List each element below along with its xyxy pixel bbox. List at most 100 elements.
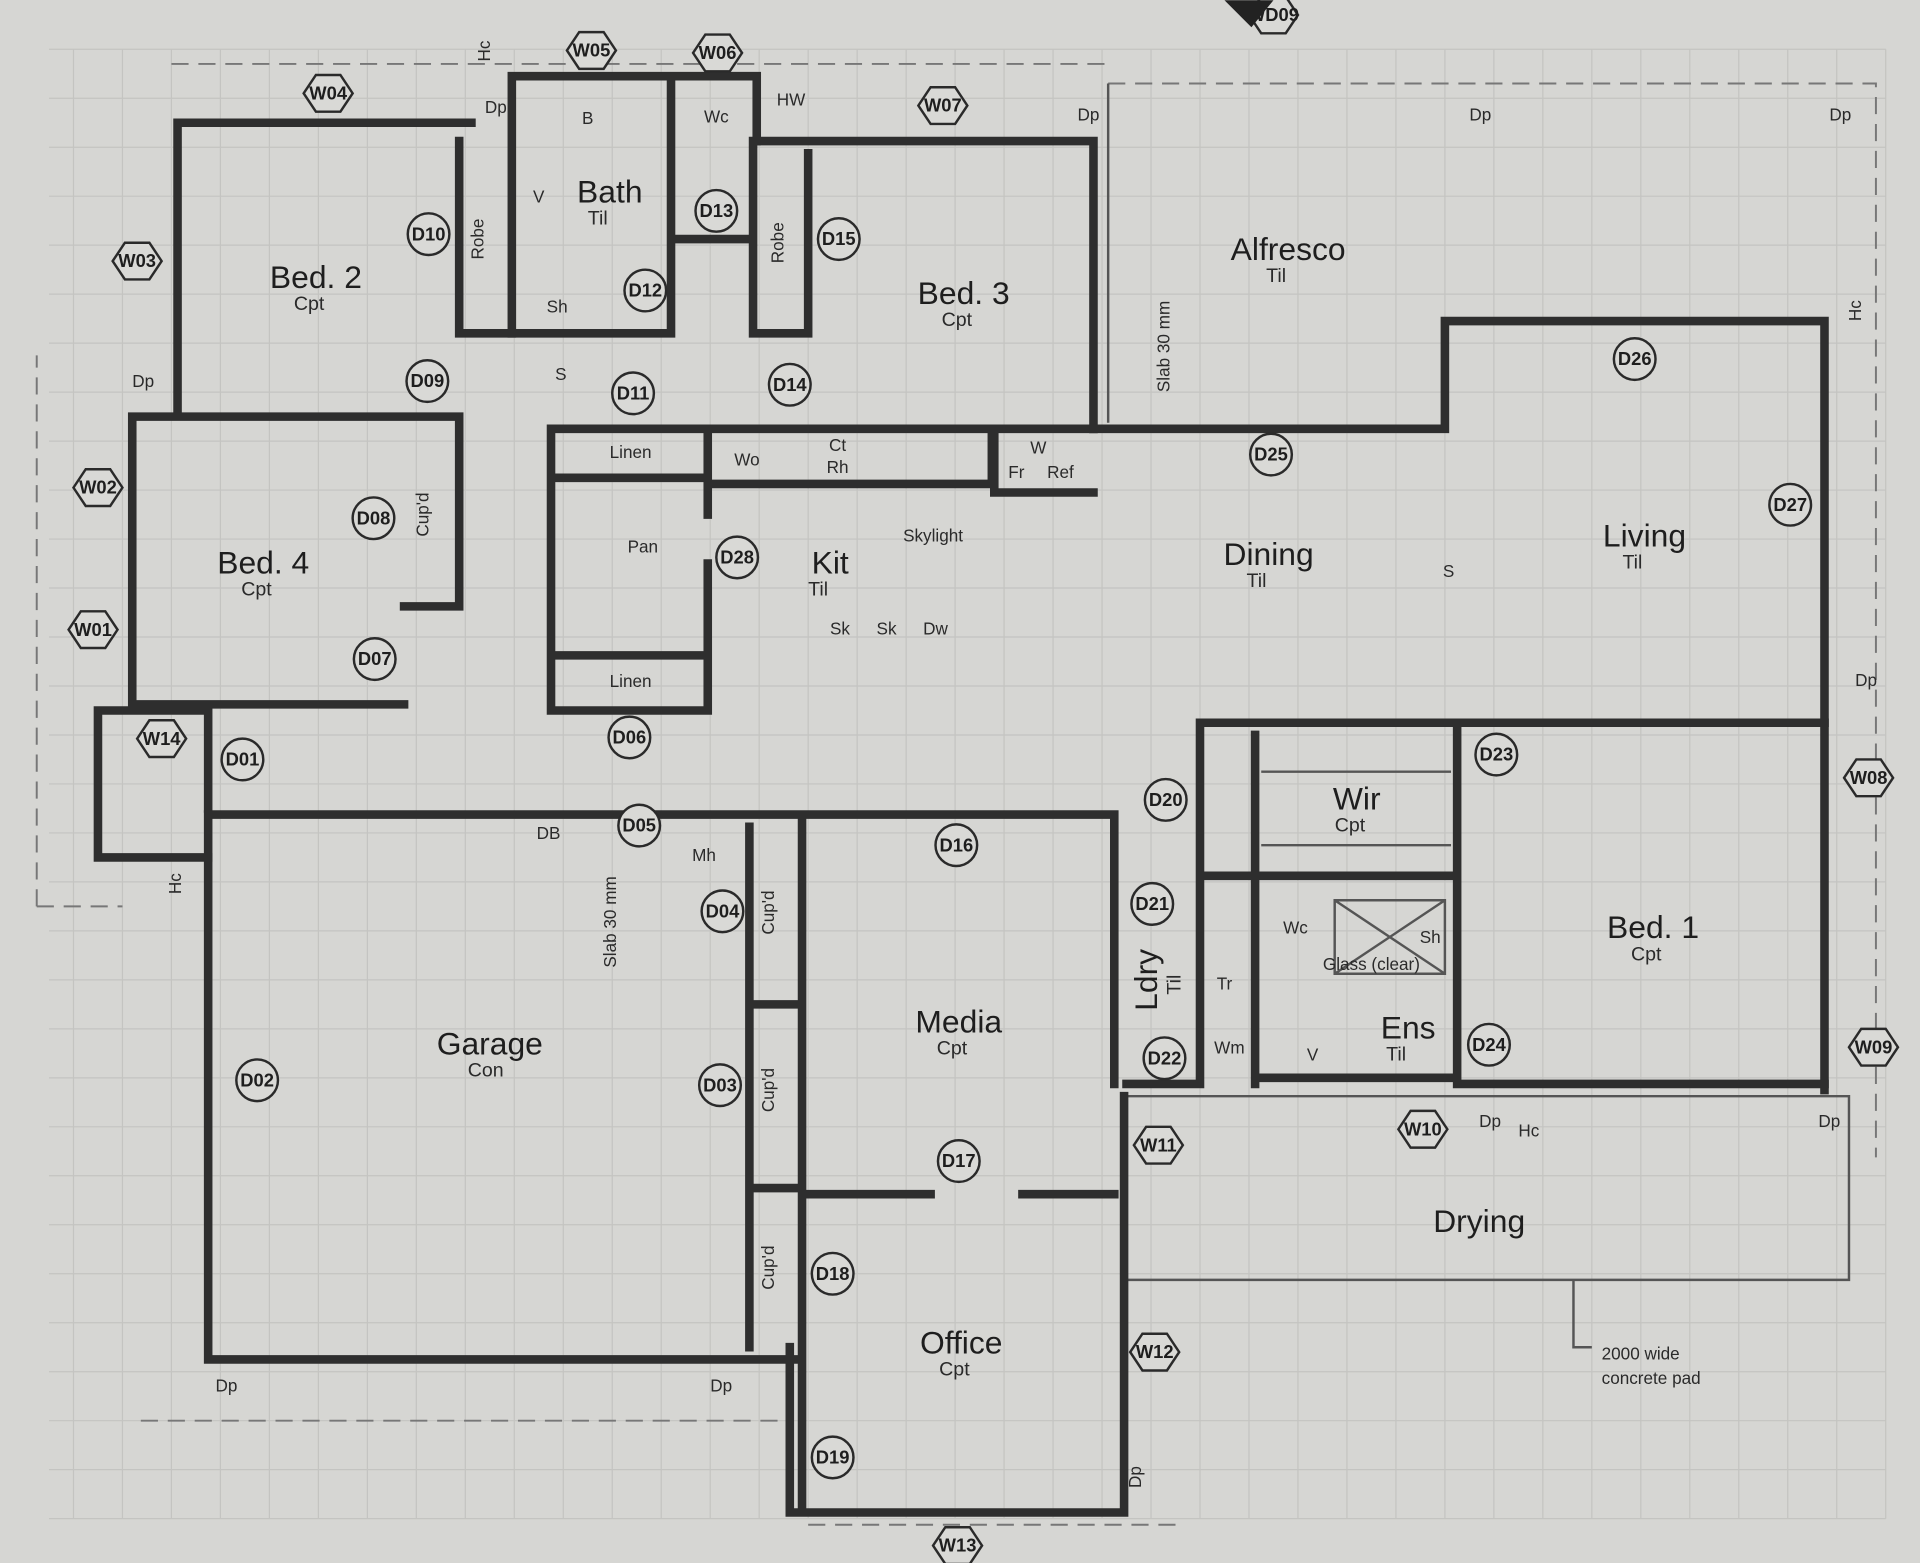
door-tag-circle (694, 188, 739, 233)
annotation-label: Dp (1829, 104, 1851, 124)
fixture-label: V (533, 186, 545, 206)
annotation-label: Hc (1845, 300, 1865, 321)
room-name: Drying (1433, 1203, 1525, 1239)
fixture-label: W (1030, 437, 1047, 457)
window-tag-hexagon (302, 73, 355, 113)
annotation-label: Dp (485, 97, 507, 117)
room-finish: Til (1622, 551, 1642, 573)
room-finish: Cpt (939, 1358, 970, 1380)
door-tag-circle (810, 1435, 855, 1480)
fixture-label: Cup'd (758, 890, 778, 934)
window-tag: W11 (1140, 1134, 1177, 1155)
fixture-label: Linen (610, 671, 652, 691)
slab-note: Slab 30 mm (1153, 301, 1173, 392)
room-finish: Cpt (942, 309, 973, 331)
slab-note: Slab 30 mm (600, 876, 620, 967)
room-name: Media (915, 1004, 1002, 1040)
door-tag-circle (697, 1063, 743, 1108)
fixture-label: Ct (829, 435, 846, 455)
fixture-label: Robe (468, 219, 488, 260)
room-finish: Til (1266, 265, 1286, 287)
annotation-label: Dp (710, 1375, 732, 1395)
door-tag-circle (607, 715, 652, 760)
fixture-label: B (582, 108, 593, 128)
door-tag-circle (936, 1139, 981, 1184)
door-tag: D08 (357, 507, 391, 528)
door-tag: D24 (1472, 1034, 1506, 1055)
window-tag: W05 (573, 40, 611, 61)
window-tag-hexagon (1842, 758, 1895, 798)
window-tag: W08 (1850, 767, 1888, 788)
fixture-label: Cup'd (413, 492, 433, 536)
door-tag-circle (715, 535, 760, 580)
room-finish: Con (468, 1060, 504, 1082)
window-tag: W01 (74, 619, 112, 640)
room-finish: Cpt (241, 578, 272, 600)
room-name: Kit (812, 544, 849, 580)
fixture-label: DB (537, 823, 561, 843)
room-name: Bed. 4 (217, 544, 309, 580)
door-tag-circle (1248, 432, 1294, 477)
door-tag-circle (1142, 1036, 1187, 1081)
door-tag-circle (1143, 777, 1188, 822)
door-tag: D15 (822, 228, 856, 249)
fixture-label: HW (777, 90, 806, 110)
window-tag: W02 (79, 477, 117, 498)
room-finish: Cpt (294, 293, 325, 315)
door-tag: D09 (411, 370, 445, 391)
fixture-label: Wc (1283, 917, 1308, 937)
fixture-label: Mh (692, 845, 716, 865)
door-tag-circle (816, 217, 861, 262)
room-name: Bed. 2 (270, 259, 362, 295)
door-tag: D18 (816, 1263, 850, 1284)
door-tag-circle (1130, 881, 1175, 926)
fixture-label: Linen (610, 442, 652, 462)
door-tag-circle (810, 1251, 855, 1296)
annotation-label: Dp (132, 371, 154, 391)
fixture-label: Pan (628, 537, 658, 557)
window-tag: W14 (143, 728, 182, 749)
window-tag: W03 (118, 250, 156, 271)
fixture-label: Wc (704, 107, 729, 127)
concrete-pad-note: 2000 wide concrete pad (1602, 1343, 1701, 1387)
annotation-label: Dp (1078, 104, 1100, 124)
door-tag-circle (351, 496, 396, 541)
annotation-label: Hc (1518, 1121, 1539, 1141)
fixture-label: Sh (1420, 927, 1441, 947)
door-tag-circle (617, 803, 662, 848)
section-marker-icon (1224, 0, 1274, 28)
annotation-label: Dp (216, 1375, 238, 1395)
fixture-label: Robe (768, 222, 788, 263)
fixture-label: Sh (547, 297, 568, 317)
door-tag-circle (1768, 482, 1813, 527)
door-tag: D01 (226, 749, 260, 770)
fixture-label: Tr (1217, 974, 1233, 994)
annotation-label: Dp (1469, 104, 1491, 124)
fixture-label: V (1307, 1045, 1319, 1065)
door-tag: D04 (706, 900, 740, 921)
door-tag: D07 (358, 648, 392, 669)
door-tag-circle (1466, 1022, 1512, 1067)
window-tag-hexagon (1396, 1109, 1449, 1149)
door-tag-circle (700, 889, 745, 934)
door-tag: D12 (628, 280, 662, 301)
door-tag: D23 (1479, 744, 1513, 765)
room-name: Garage (437, 1026, 543, 1062)
window-tag-hexagon (67, 610, 120, 650)
annotation-label: Hc (474, 40, 494, 61)
door-tag: D28 (720, 547, 754, 568)
room-name: Ldry (1128, 949, 1164, 1011)
room-finish: Cpt (1335, 815, 1366, 837)
window-tag: W12 (1136, 1341, 1174, 1362)
door-tag-circle (1474, 732, 1519, 777)
fixture-label: Sk (830, 619, 850, 639)
window-tag: W13 (939, 1535, 977, 1556)
room-name: Wir (1333, 781, 1381, 817)
window-tag: W06 (699, 42, 737, 63)
fixture-label: S (555, 364, 566, 384)
door-tag: D13 (699, 200, 733, 221)
door-tag: D06 (613, 727, 647, 748)
